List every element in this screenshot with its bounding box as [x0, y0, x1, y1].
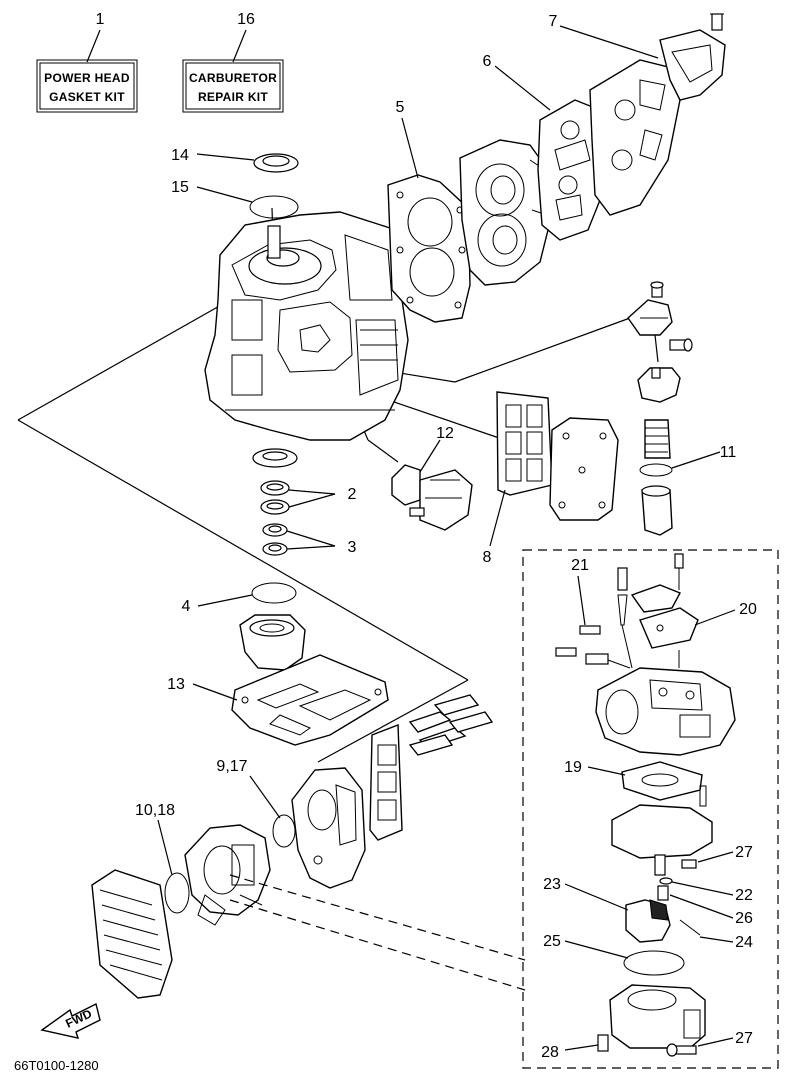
callout-8: 8: [483, 549, 492, 566]
callout-3: 3: [348, 539, 357, 556]
diagram-code: 66T0100-1280: [14, 1058, 99, 1073]
head-cover: 7: [549, 13, 726, 216]
assembly-lines: [17, 207, 659, 763]
callout-5: 5: [396, 99, 405, 116]
callout-14: 14: [171, 147, 189, 164]
cylinder-head: [459, 139, 549, 286]
kit-label-line1: POWER HEAD: [44, 71, 130, 85]
callout-2: 2: [348, 486, 357, 503]
callout-10-18: 10,18: [135, 802, 175, 819]
carburetor: [184, 824, 271, 926]
callout-20: 20: [739, 601, 757, 618]
exhaust-cover: [549, 417, 619, 521]
kit-power-head-gasket: 1 POWER HEAD GASKET KIT: [36, 11, 138, 113]
thermostat-group: 11: [627, 281, 737, 536]
kit-carburetor-repair: 16 CARBURETOR REPAIR KIT: [182, 11, 284, 113]
intake-silencer: [91, 869, 173, 999]
fwd-direction-marker: FWD: [40, 1002, 101, 1039]
callout-23: 23: [543, 876, 561, 893]
callout-21: 21: [571, 557, 589, 574]
oil-seal-top: 14: [171, 147, 299, 173]
callout-16: 16: [237, 11, 255, 28]
callout-15: 15: [171, 179, 189, 196]
fuel-pump: 12: [391, 425, 473, 531]
callout-6: 6: [483, 53, 492, 70]
callout-9-17: 9,17: [216, 758, 247, 775]
callout-7: 7: [549, 13, 558, 30]
reed-valve-assembly: [369, 694, 494, 841]
intake-manifold: [291, 767, 366, 889]
callout-19: 19: [564, 759, 582, 776]
exhaust-gasket: 8: [483, 391, 553, 566]
callout-1: 1: [96, 11, 105, 28]
callout-24: 24: [735, 934, 753, 951]
o-ring-lower: 4: [182, 582, 297, 615]
callout-25: 25: [543, 933, 561, 950]
o-ring-top: 15: [171, 179, 299, 219]
bearing-housing: [239, 614, 306, 671]
kit-label-line2: REPAIR KIT: [198, 90, 268, 104]
lower-seals: 2 3: [252, 448, 357, 556]
head-cover-gasket: 6: [483, 53, 609, 241]
kit-label-line2: GASKET KIT: [49, 90, 125, 104]
crankcase-block: [204, 211, 409, 441]
callout-22: 22: [735, 887, 753, 904]
callout-26: 26: [735, 910, 753, 927]
kit-label-line1: CARBURETOR: [189, 71, 277, 85]
callout-12: 12: [436, 425, 454, 442]
callout-28: 28: [541, 1044, 559, 1061]
callout-27b: 27: [735, 1030, 753, 1047]
carb-detail-box: 20 21 19 27 22 26 23: [541, 553, 757, 1061]
callout-4: 4: [182, 598, 191, 615]
callout-11: 11: [720, 444, 737, 461]
silencer-gasket: 10,18: [135, 802, 190, 914]
base-gasket: 13: [167, 654, 389, 746]
callout-13: 13: [167, 676, 185, 693]
cylinder-head-gasket: 5: [387, 99, 471, 323]
carb-gasket: 9,17: [216, 758, 296, 848]
callout-27a: 27: [735, 844, 753, 861]
